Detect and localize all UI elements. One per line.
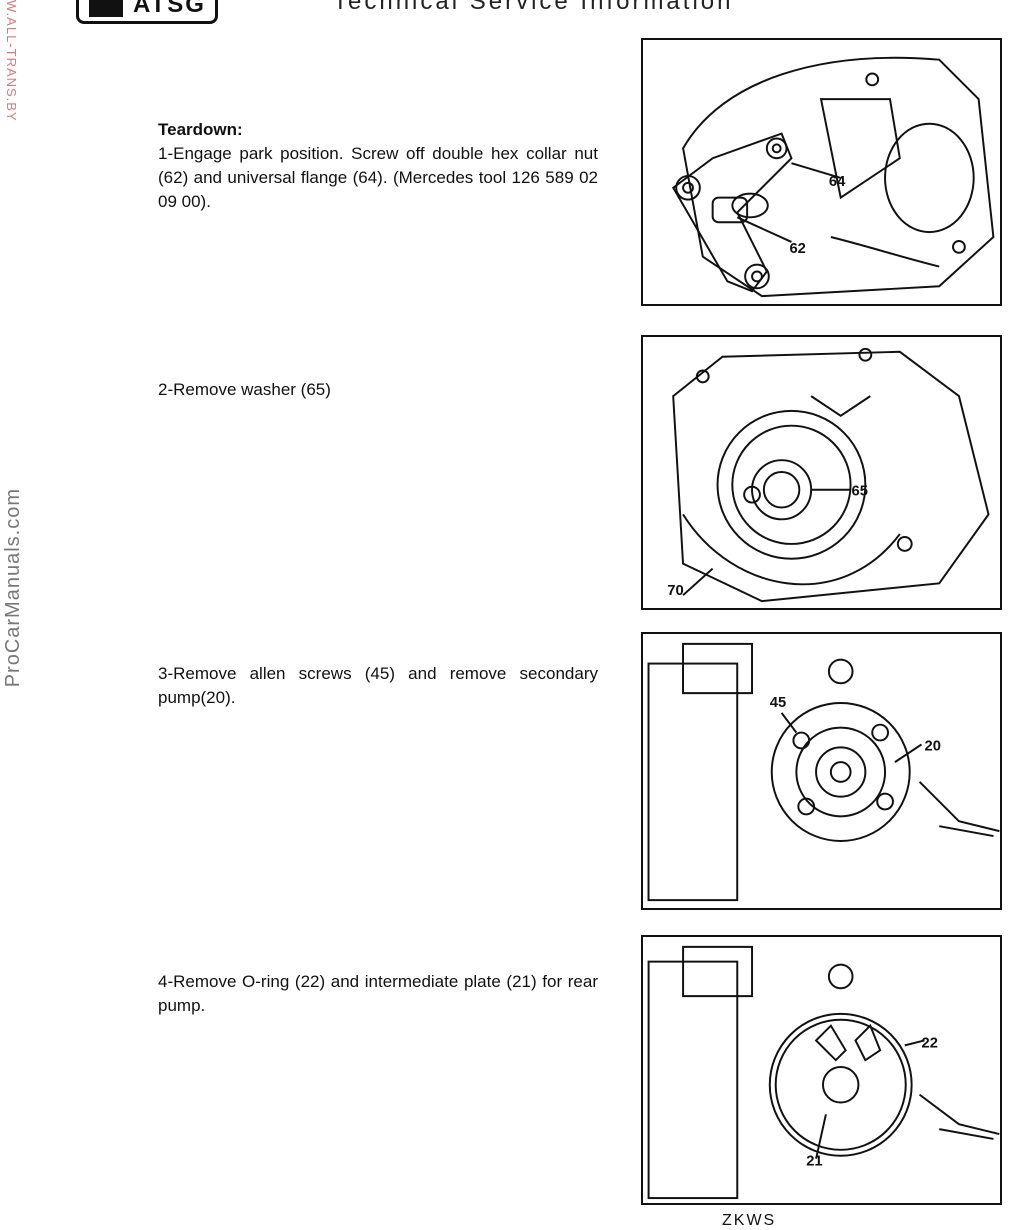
callout-64: 64 (829, 174, 846, 190)
step-3: 3-Remove allen screws (45) and remove se… (158, 662, 598, 710)
logo-text: ATSG (133, 0, 206, 18)
page-title: Technical Service Information (333, 0, 734, 15)
step-4-text: 4-Remove O-ring (22) and intermediate pl… (158, 972, 598, 1015)
step-4: 4-Remove O-ring (22) and intermediate pl… (158, 970, 598, 1018)
figure-2-washer: 65 70 (641, 335, 1002, 610)
callout-20: 20 (924, 738, 940, 754)
footer-text: ZKWS (722, 1212, 777, 1229)
figure-3-pump: 45 20 (641, 632, 1002, 910)
section-heading: Teardown: (158, 120, 243, 139)
step-2: 2-Remove washer (65) (158, 378, 598, 402)
callout-45: 45 (770, 695, 786, 711)
figure-1-flange: 64 62 (641, 38, 1002, 306)
figure-1-drawing: 64 62 (671, 56, 995, 298)
callout-62: 62 (789, 241, 805, 257)
callout-22: 22 (921, 1035, 937, 1051)
callout-70: 70 (667, 583, 683, 599)
step-2-text: 2-Remove washer (65) (158, 380, 331, 399)
logo-mark-icon (89, 0, 123, 17)
figure-2-drawing: 65 70 (667, 347, 990, 603)
watermark-top: W.ALL-TRANS.BY (4, 0, 19, 122)
step-1-text: 1-Engage park position. Screw off double… (158, 144, 598, 211)
atsg-logo: ATSG (76, 0, 218, 24)
step-3-text: 3-Remove allen screws (45) and remove se… (158, 664, 598, 707)
figure-4-drawing: 22 21 (647, 945, 1000, 1200)
figure-3-drawing: 45 20 (647, 642, 1000, 902)
step-1: Teardown: 1-Engage park position. Screw … (158, 118, 598, 214)
figure-4-plate: 22 21 (641, 935, 1002, 1205)
callout-65: 65 (852, 484, 868, 500)
callout-21: 21 (806, 1154, 822, 1170)
watermark-side: ProCarManuals.com (2, 488, 24, 688)
